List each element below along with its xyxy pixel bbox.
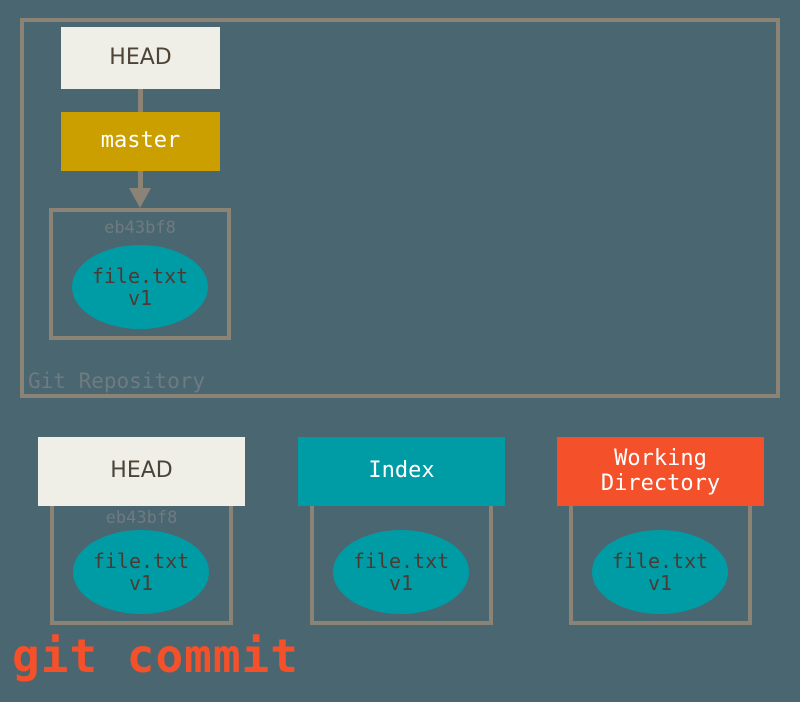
index-area-container: file.txt v1 <box>310 470 493 625</box>
repo-commit-box: eb43bf8 file.txt v1 <box>49 208 231 340</box>
connector-master-to-commit <box>138 171 143 191</box>
head-area-hash: eb43bf8 <box>105 508 178 528</box>
arrow-head-master-to-commit <box>129 188 151 208</box>
working-directory-area-container: file.txt v1 <box>569 470 752 625</box>
working-directory-area-blob-version: v1 <box>647 571 673 595</box>
repo-commit-blob-version: v1 <box>127 286 153 310</box>
repo-master-box: master <box>61 112 220 171</box>
working-directory-area-header: Working Directory <box>557 437 764 506</box>
git-repository-frame <box>20 18 780 398</box>
index-area-header: Index <box>298 437 505 506</box>
repo-master-label: master <box>100 128 181 154</box>
repo-head-box: HEAD <box>61 27 220 89</box>
head-area-blob: file.txt v1 <box>73 530 209 614</box>
head-area-label: HEAD <box>110 458 173 484</box>
repo-commit-blob: file.txt v1 <box>72 245 208 329</box>
connector-head-to-master <box>138 89 143 112</box>
head-area-blob-version: v1 <box>128 571 154 595</box>
repo-head-label: HEAD <box>109 44 172 70</box>
index-area-blob-filename: file.txt <box>352 548 450 573</box>
head-area-header: HEAD <box>38 437 245 506</box>
index-area-blob-version: v1 <box>388 571 414 595</box>
head-area-container: eb43bf8 file.txt v1 <box>50 470 233 625</box>
working-directory-area-blob-filename: file.txt <box>611 548 709 573</box>
index-area-label: Index <box>368 458 435 484</box>
working-directory-area-blob: file.txt v1 <box>592 530 728 614</box>
git-repository-label: Git Repository <box>28 369 206 393</box>
command-caption: git commit <box>12 629 299 683</box>
working-directory-area-label-line1: Working <box>614 445 707 471</box>
working-directory-area-label-line2: Directory <box>600 470 721 496</box>
repo-commit-blob-filename: file.txt <box>91 263 189 288</box>
head-area-blob-filename: file.txt <box>92 548 190 573</box>
repo-commit-hash: eb43bf8 <box>104 218 176 238</box>
index-area-blob: file.txt v1 <box>333 530 469 614</box>
